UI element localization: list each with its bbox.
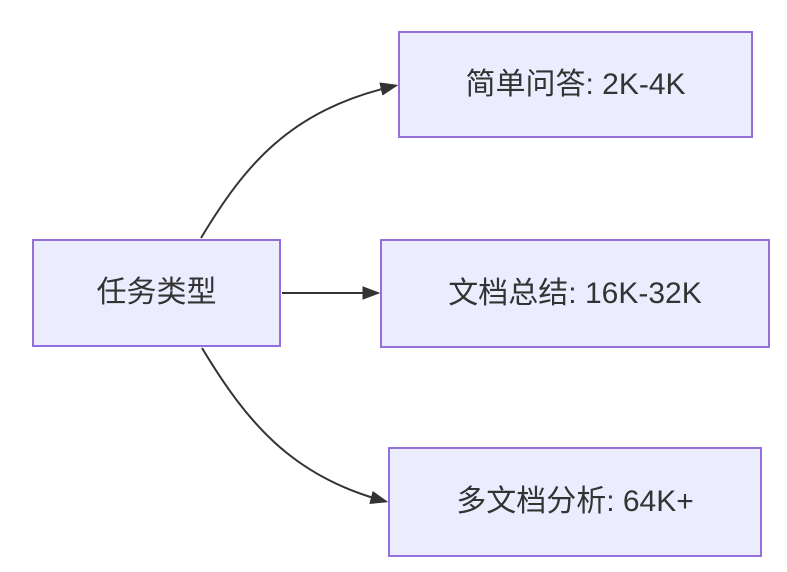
node-multi-doc: 多文档分析: 64K+ xyxy=(388,447,762,557)
node-simple-qa-label: 简单问答: 2K-4K xyxy=(465,67,686,101)
node-task-type: 任务类型 xyxy=(32,239,281,347)
node-doc-summary: 文档总结: 16K-32K xyxy=(380,239,770,348)
node-simple-qa: 简单问答: 2K-4K xyxy=(398,31,753,138)
edge-root-to-simple-qa xyxy=(200,82,399,239)
edge-root-to-multi-doc xyxy=(201,347,389,505)
node-task-type-label: 任务类型 xyxy=(96,276,217,309)
node-doc-summary-label: 文档总结: 16K-32K xyxy=(448,276,702,310)
node-multi-doc-label: 多文档分析: 64K+ xyxy=(456,485,694,518)
